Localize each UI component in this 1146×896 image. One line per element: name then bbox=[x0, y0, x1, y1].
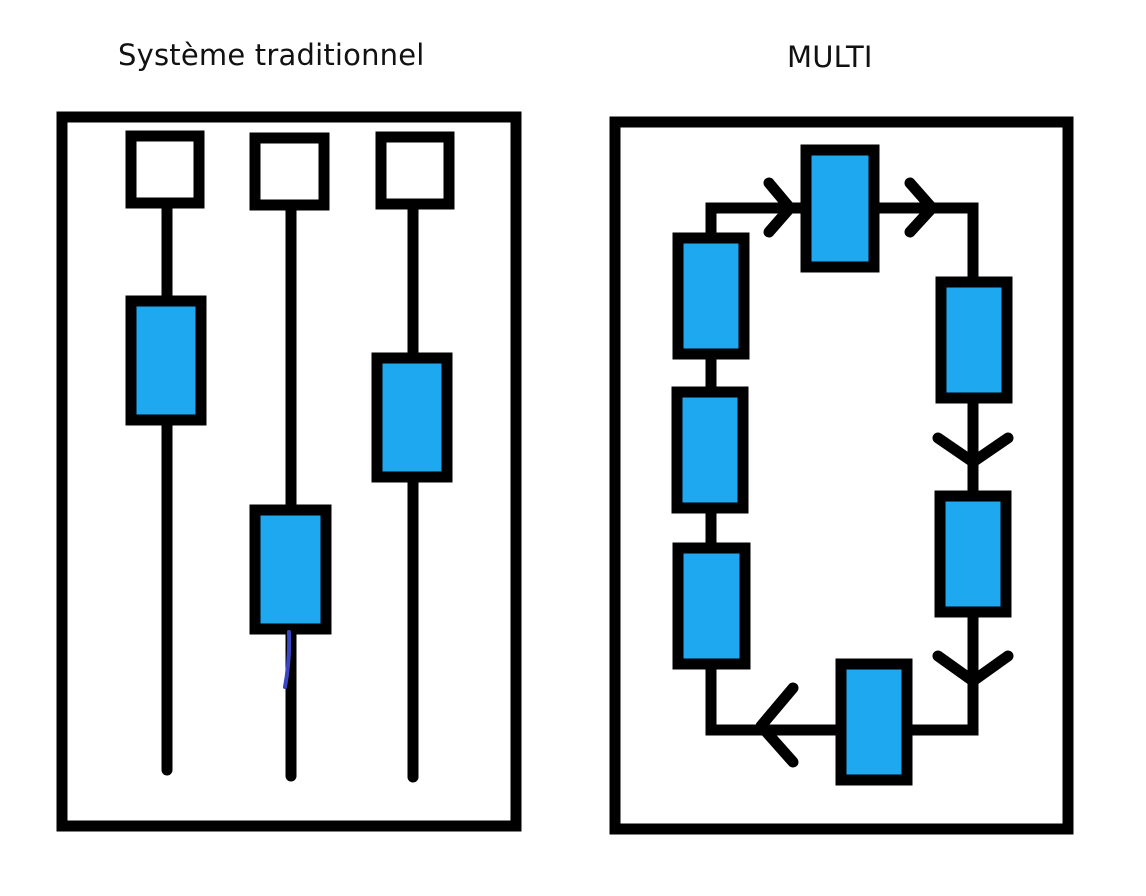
arrow-right-icon bbox=[763, 177, 796, 238]
arrow-down-icon bbox=[932, 432, 1014, 468]
station-box bbox=[125, 130, 205, 209]
carrier bbox=[672, 232, 750, 360]
carrier bbox=[934, 490, 1012, 618]
multi-frame bbox=[609, 116, 1074, 835]
track-line-1 bbox=[125, 130, 207, 776]
loop-track bbox=[705, 202, 979, 736]
track-line-2 bbox=[249, 132, 332, 782]
station-box bbox=[249, 132, 330, 211]
annotation-stroke bbox=[283, 630, 292, 689]
carrier bbox=[672, 542, 751, 670]
traditional-system-title: Système traditionnel bbox=[118, 38, 425, 72]
multi-panel bbox=[609, 116, 1074, 835]
carrier bbox=[835, 658, 913, 786]
arrow-down-icon bbox=[932, 650, 1014, 687]
carrier bbox=[249, 504, 332, 635]
station-box bbox=[375, 131, 455, 210]
track-line-3 bbox=[371, 131, 455, 783]
carrier bbox=[125, 295, 207, 426]
traditional-panel bbox=[56, 111, 522, 832]
carrier bbox=[671, 386, 749, 514]
arrow-left-icon bbox=[755, 682, 799, 768]
carrier bbox=[935, 276, 1013, 404]
traditional-frame bbox=[56, 111, 522, 832]
carrier bbox=[800, 144, 880, 273]
carrier bbox=[371, 352, 453, 483]
arrow-right-icon bbox=[904, 177, 938, 238]
multi-system-title: MULTI bbox=[787, 40, 873, 74]
